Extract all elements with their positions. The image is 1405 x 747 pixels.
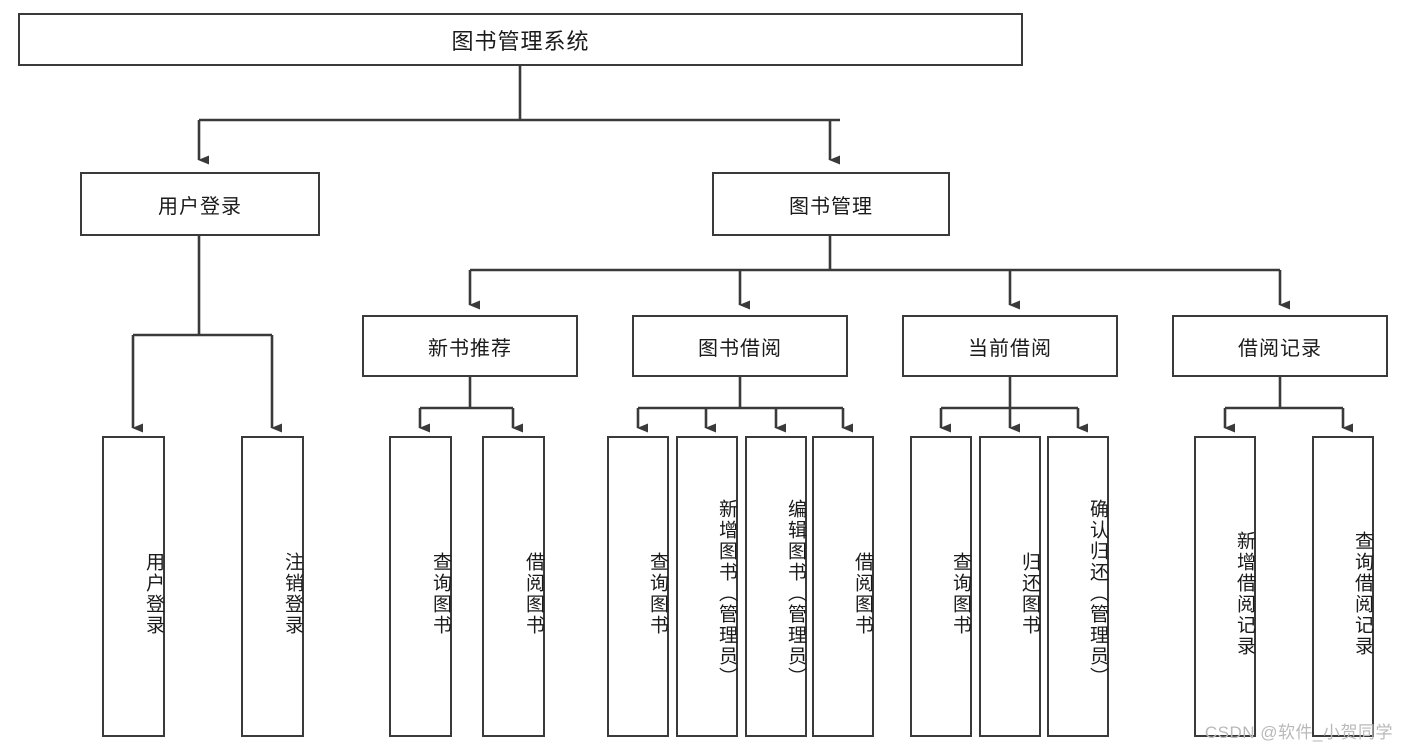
node-label: 查询借阅记录: [1352, 530, 1373, 657]
leaf-borrow-books[interactable]: 借阅图书: [812, 436, 874, 737]
leaf-query-books-current[interactable]: 查询图书: [910, 436, 972, 737]
leaf-query-books-newbook[interactable]: 查询图书: [389, 436, 452, 737]
node-label: 图书借阅: [698, 337, 782, 360]
leaf-query-borrow-record[interactable]: 查询借阅记录: [1312, 436, 1374, 737]
node-label: 查询图书: [430, 551, 451, 636]
leaf-query-books-borrow[interactable]: 查询图书: [607, 436, 669, 737]
node-label: 图书管理系统: [451, 28, 590, 54]
node-root-system[interactable]: 图书管理系统: [18, 13, 1023, 66]
node-current-borrowing[interactable]: 当前借阅: [902, 315, 1118, 377]
node-borrowing-records[interactable]: 借阅记录: [1172, 315, 1388, 377]
leaf-borrow-books-newbook[interactable]: 借阅图书: [482, 436, 545, 737]
node-label: 用户登录: [143, 551, 164, 636]
leaf-edit-book-admin[interactable]: 编辑图书（管理员）: [745, 436, 807, 737]
node-label: 编辑图书（管理员）: [785, 499, 806, 688]
leaf-add-borrow-record[interactable]: 新增借阅记录: [1194, 436, 1256, 737]
node-label: 查询图书: [647, 551, 668, 636]
node-label: 图书管理: [789, 195, 873, 218]
leaf-user-login[interactable]: 用户登录: [102, 436, 165, 737]
node-user-login[interactable]: 用户登录: [80, 172, 320, 236]
leaf-confirm-return-admin[interactable]: 确认归还（管理员）: [1047, 436, 1109, 737]
node-book-borrowing[interactable]: 图书借阅: [632, 315, 848, 377]
node-book-management[interactable]: 图书管理: [712, 172, 950, 236]
node-label: 确认归还（管理员）: [1087, 499, 1108, 688]
csdn-watermark: CSDN @软件_小贺同学: [1204, 723, 1393, 742]
node-label: 注销登录: [282, 551, 303, 636]
leaf-add-book-admin[interactable]: 新增图书（管理员）: [676, 436, 738, 737]
node-label: 新增图书（管理员）: [716, 499, 737, 688]
node-label: 借阅记录: [1238, 337, 1322, 360]
leaf-logout[interactable]: 注销登录: [241, 436, 304, 737]
node-label: 新书推荐: [428, 337, 512, 360]
node-label: 当前借阅: [968, 337, 1052, 360]
node-label: 借阅图书: [523, 551, 544, 636]
node-label: 新增借阅记录: [1234, 530, 1255, 657]
node-label: 归还图书: [1019, 551, 1040, 636]
node-new-book-recommendation[interactable]: 新书推荐: [362, 315, 578, 377]
node-label: 用户登录: [158, 195, 242, 218]
leaf-return-books[interactable]: 归还图书: [979, 436, 1041, 737]
node-label: 查询图书: [950, 551, 971, 636]
node-label: 借阅图书: [852, 551, 873, 636]
